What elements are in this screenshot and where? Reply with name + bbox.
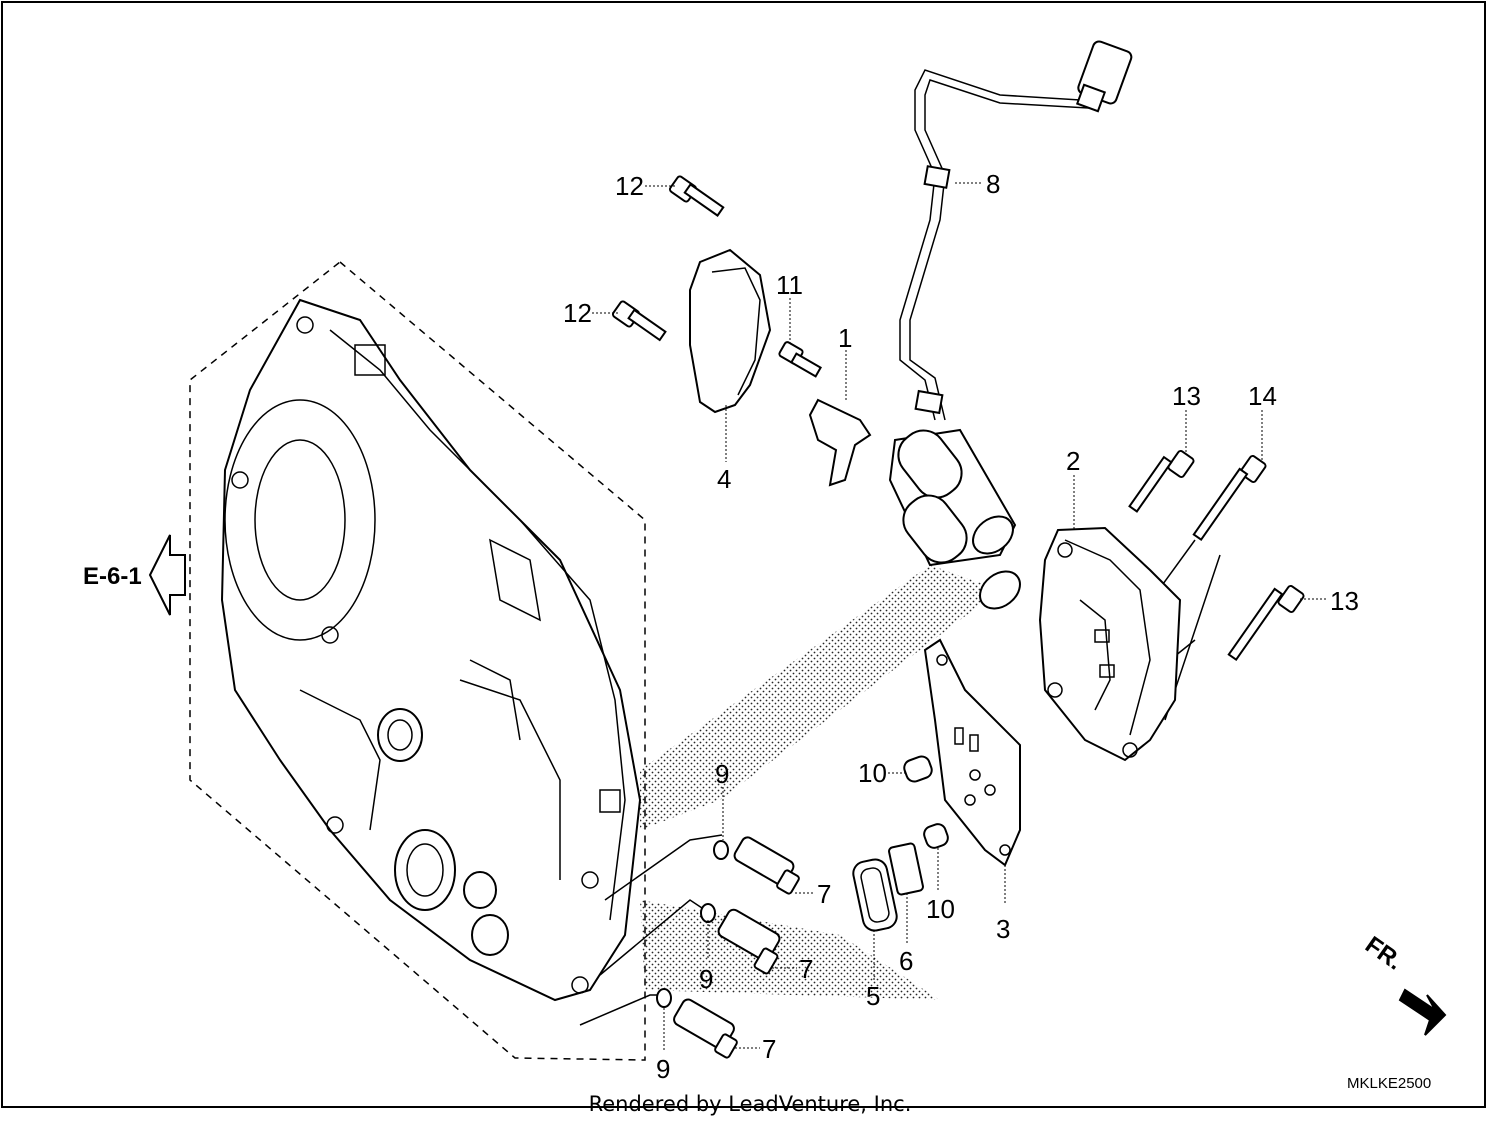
front-direction-label: FR. — [1360, 931, 1407, 975]
callout-3: 3 — [996, 914, 1010, 944]
bracket — [808, 398, 872, 487]
callout-6: 6 — [899, 946, 913, 976]
transmission-case-cover — [220, 298, 642, 1002]
washer-9-middle — [700, 903, 716, 923]
callout-1: 1 — [838, 323, 852, 353]
section-reference-arrow — [148, 534, 186, 616]
bolt-12-lower — [612, 300, 667, 342]
callout-13-lower: 13 — [1330, 586, 1359, 616]
callout-5: 5 — [866, 981, 880, 1011]
bolt-13-upper — [1128, 450, 1195, 513]
callout-9-lower: 9 — [656, 1054, 670, 1084]
section-reference-label: E-6-1 — [83, 563, 142, 590]
o-ring-gasket — [852, 858, 898, 932]
callout-8: 8 — [986, 169, 1000, 199]
callout-12-upper: 12 — [615, 171, 644, 201]
diagram-code: MKLKE2500 — [1347, 1075, 1432, 1092]
wire-harness — [899, 40, 1133, 421]
bolt-14 — [1192, 455, 1267, 542]
callout-10-lower: 10 — [926, 894, 955, 924]
callout-11: 11 — [776, 270, 803, 300]
callout-9-upper: 9 — [715, 759, 729, 789]
solenoid-valve-body — [1038, 526, 1182, 762]
callout-2: 2 — [1066, 446, 1080, 476]
dowel-pin-lower — [923, 823, 949, 849]
callout-7-middle: 7 — [799, 954, 813, 984]
oil-filter-screen — [888, 842, 924, 896]
callout-7-upper: 7 — [817, 879, 831, 909]
callout-10-upper: 10 — [858, 758, 887, 788]
bolt-13-lower — [1227, 585, 1305, 662]
callout-14: 14 — [1248, 381, 1277, 411]
callout-12-lower: 12 — [563, 298, 592, 328]
callout-leaders — [592, 182, 1327, 1050]
pressure-switch-upper — [733, 836, 800, 895]
footer-credit: Rendered by LeadVenture, Inc. — [588, 1092, 912, 1116]
hatch-regions — [640, 565, 1000, 1000]
separator-plate — [923, 638, 1021, 867]
callout-9-middle: 9 — [699, 964, 713, 994]
washer-9-upper — [713, 840, 729, 860]
front-direction-arrow — [1398, 988, 1447, 1036]
callout-13-upper: 13 — [1172, 381, 1201, 411]
pressure-switch-lower — [673, 998, 738, 1059]
washer-9-lower — [656, 988, 672, 1008]
housing-dashed-outline — [189, 261, 646, 1061]
dowel-pin-upper — [903, 755, 933, 783]
callout-7-lower: 7 — [762, 1034, 776, 1064]
pressure-switch-middle — [717, 908, 781, 975]
shift-solenoid-pair — [888, 428, 1021, 610]
bolt-12-upper — [669, 175, 725, 217]
callout-4: 4 — [717, 464, 731, 494]
bolt-11 — [778, 341, 822, 378]
